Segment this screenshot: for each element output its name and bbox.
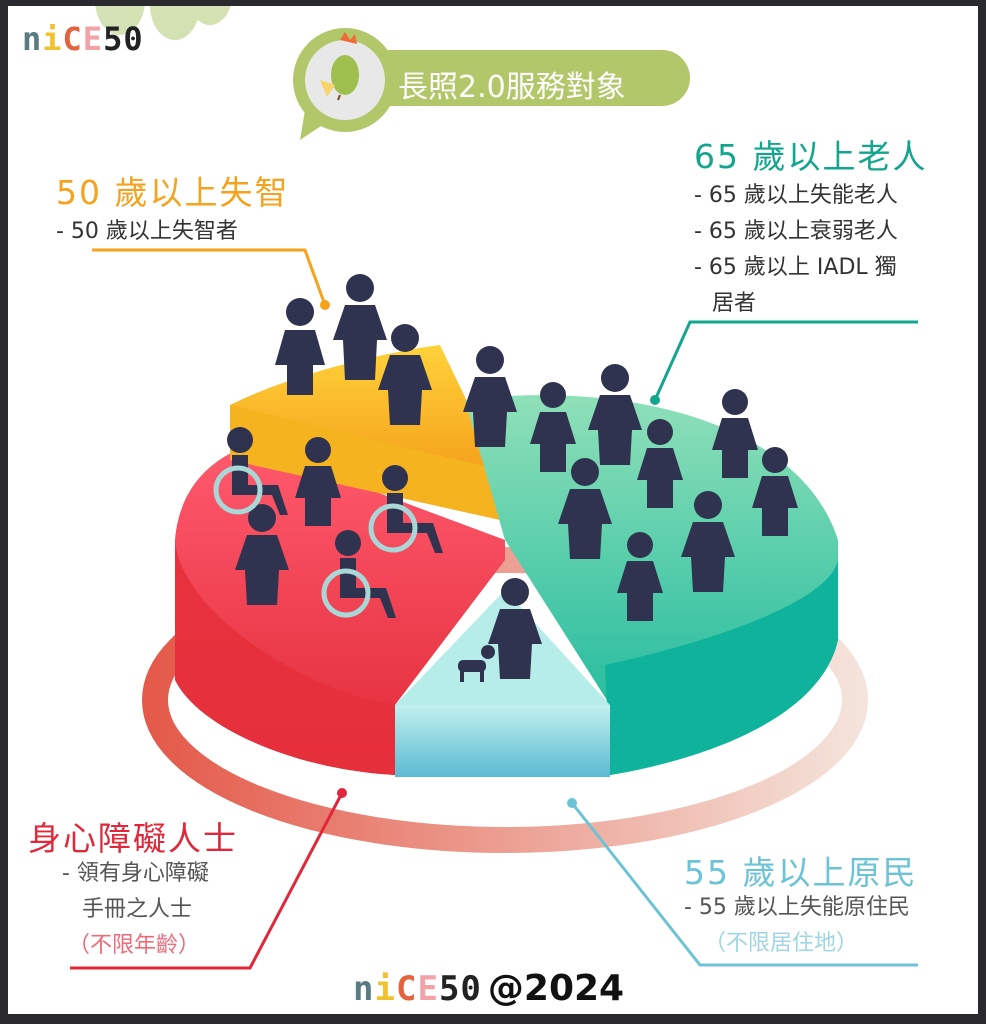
person-figure <box>235 504 289 605</box>
dementia-title: 50 歲以上失智 <box>56 173 290 212</box>
disability-title: 身心障礙人士 <box>28 819 238 858</box>
person-figure <box>712 389 758 478</box>
indigenous-item: - 55 歲以上失能原住民 <box>684 895 910 920</box>
elderly-title: 65 歲以上老人 <box>694 137 928 176</box>
leader-indigenous <box>570 802 918 967</box>
person-figure <box>488 578 542 679</box>
person-figure <box>333 274 387 380</box>
indigenous-title: 55 歲以上原民 <box>684 853 918 892</box>
wheelchair-figure <box>321 530 396 618</box>
elderly-item: - 65 歲以上衰弱老人 <box>694 219 898 244</box>
elderly-item: - 65 歲以上失能老人 <box>694 183 898 208</box>
person-figure <box>378 324 432 425</box>
pie-illustration <box>70 6 918 970</box>
leader-disability <box>70 792 344 970</box>
disability-item: - 領有身心障礙 <box>62 861 209 886</box>
indigenous-note: （不限居住地） <box>704 931 859 956</box>
leader-elderly <box>653 320 918 401</box>
infographic: niCE50 長照2.0服務對象 50 歲以上失智 - 50 歲以上失智者 65… <box>8 6 978 1014</box>
dog-figure <box>458 645 495 682</box>
disability-note: （不限年齡） <box>68 933 201 958</box>
nice50-logo-top: niCE50 <box>22 20 144 58</box>
flower-decoration <box>95 6 231 40</box>
person-figure <box>463 346 517 447</box>
person-figure <box>637 419 683 508</box>
wheelchair-figure <box>213 427 288 515</box>
person-figure <box>530 382 576 472</box>
slice-dementia <box>230 345 500 470</box>
people-figures <box>213 274 798 682</box>
person-figure <box>752 447 798 536</box>
person-figure <box>295 437 341 526</box>
nice50-logo-bottom: niCE50 <box>353 968 482 1009</box>
title-badge <box>293 28 690 140</box>
person-figure <box>558 458 612 559</box>
person-figure <box>681 491 735 592</box>
elderly-item: - 65 歲以上 IADL 獨 <box>694 255 897 280</box>
copyright: @2024 <box>487 968 625 1009</box>
elderly-item: 居者 <box>712 291 757 316</box>
disability-item: 手冊之人士 <box>82 897 193 922</box>
person-figure <box>617 532 663 621</box>
bird-icon <box>320 32 359 101</box>
wheelchair-figure <box>368 465 443 553</box>
footer: niCE50 @2024 <box>353 968 624 1009</box>
page-title: 長照2.0服務對象 <box>398 70 626 105</box>
person-figure <box>275 298 325 395</box>
leader-dementia <box>92 248 327 306</box>
dementia-item: - 50 歲以上失智者 <box>56 219 238 244</box>
person-figure <box>588 364 642 465</box>
